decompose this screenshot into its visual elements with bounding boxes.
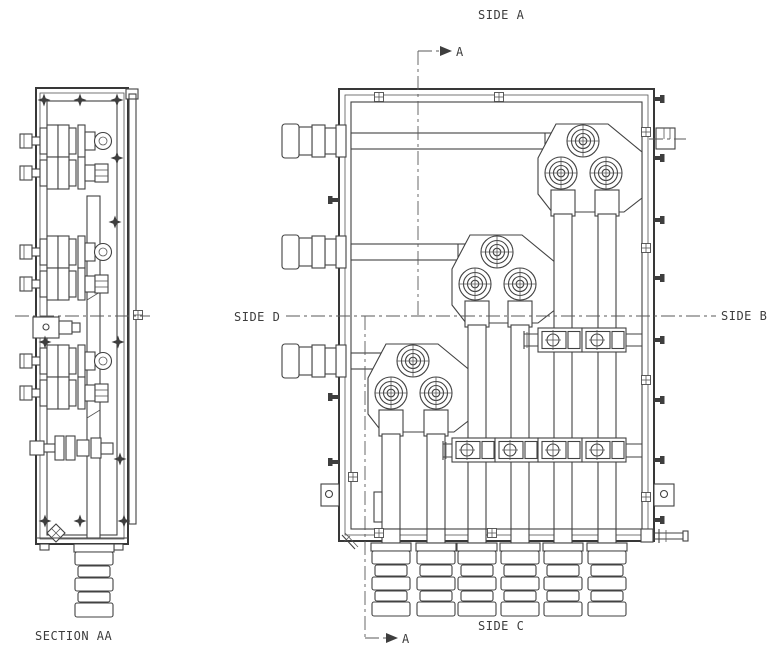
section-centre-block (32, 316, 81, 339)
bottom-cable-gland-3 (456, 542, 498, 617)
section-bottom-flange (36, 537, 128, 551)
lid-edge-panel (128, 93, 137, 525)
mounting-bracket-left (320, 483, 340, 507)
label-section-title: SECTION AA (35, 629, 113, 643)
side-cable-gland-1 (281, 123, 347, 159)
side-cable-gland-3 (281, 343, 347, 379)
label-side-a: SIDE A (478, 8, 525, 22)
section-arrow-top (440, 46, 452, 56)
section-view (20, 87, 143, 618)
label-side-c: SIDE C (478, 619, 524, 633)
bottom-cable-gland-1 (370, 542, 412, 617)
insulator-stack-round-1 (20, 125, 112, 157)
bottom-cable-gland-2 (415, 542, 457, 617)
bottom-cable-gland-5 (542, 542, 584, 617)
door-stop-strip (373, 491, 383, 523)
earth-stud-bottom-right (640, 528, 689, 543)
label-side-b: SIDE B (721, 309, 767, 323)
corner-screw-bottom-left (341, 532, 359, 550)
main-view (281, 88, 689, 617)
reference-lines (15, 46, 716, 643)
label-section-marker-top: A (456, 45, 464, 59)
earth-clevis-top-right (649, 127, 686, 150)
busbar-clamp (537, 437, 583, 463)
busbar-clamp (581, 437, 627, 463)
label-section-marker-bottom: A (402, 632, 410, 646)
section-arrow-bottom (386, 633, 398, 643)
labels: SIDE A SIDE B SIDE C SIDE D SECTION AA A… (35, 8, 767, 646)
vertical-busbars (378, 189, 620, 530)
horizontal-busbars (350, 132, 568, 370)
section-bottom-cable-gland (73, 543, 115, 618)
busbar-clamp (537, 327, 583, 353)
section-clamp-assembly (29, 435, 114, 461)
side-cable-gland-2 (281, 234, 347, 270)
wall-bolts-right (654, 95, 665, 524)
bottom-cable-gland-4 (499, 542, 541, 617)
enclosure-outline (338, 88, 655, 542)
busbar-clamp (494, 437, 540, 463)
mounting-bracket-right (653, 483, 675, 507)
lid-bolt-symbol (133, 310, 143, 320)
busbar-clamp (451, 437, 497, 463)
busbar-clamp (581, 327, 627, 353)
bottom-strap-stubs (381, 528, 617, 544)
label-side-d: SIDE D (234, 310, 280, 324)
bottom-cable-gland-6 (586, 542, 628, 617)
insulator-stack-hex-1 (20, 157, 108, 189)
